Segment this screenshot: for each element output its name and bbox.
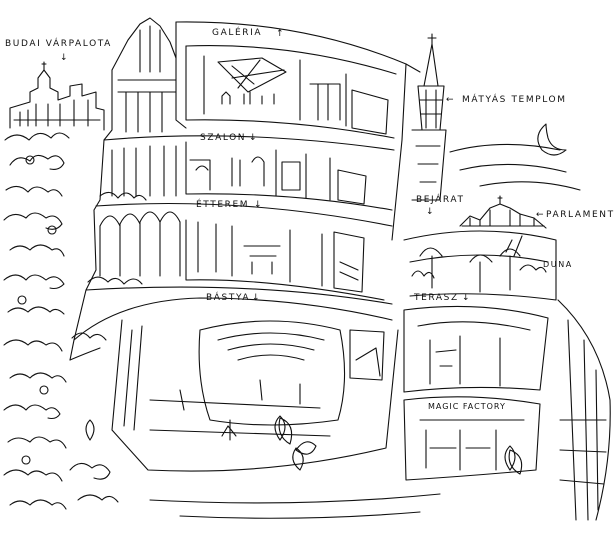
main-building-outline — [70, 18, 420, 360]
arrow-left-icon: ← — [446, 95, 454, 105]
floor-galeria — [186, 46, 396, 138]
label-magic-factory: MAGIC FACTORY — [428, 402, 506, 411]
castle-drawing — [10, 62, 104, 130]
church-tower-drawing — [412, 34, 446, 200]
label-duna: DUNA — [543, 260, 573, 269]
arrow-down-icon: ↓ — [60, 53, 68, 63]
label-etterem: ÉTTEREM — [196, 200, 250, 210]
floor-bastya — [74, 287, 398, 471]
right-lower-rooms — [404, 306, 548, 480]
arrow-down-icon: ↓ — [252, 293, 260, 303]
floor-szalon — [104, 136, 394, 210]
arrow-down-icon: ↓ — [254, 200, 262, 210]
terasz-wing — [404, 231, 556, 300]
ground-lines — [150, 494, 440, 518]
cloud-swirls — [4, 133, 118, 509]
label-szalon: SZALON — [200, 133, 247, 143]
label-bastya: BÁSTYA — [206, 293, 251, 303]
arrow-left-icon: ← — [536, 210, 544, 220]
label-bejarat: BEJÁRAT — [416, 195, 465, 205]
left-balconies — [70, 192, 146, 360]
parliament-drawing — [460, 196, 546, 228]
label-parlament: PARLAMENT — [546, 210, 615, 220]
arrow-down-icon: ↓ — [249, 133, 257, 143]
potted-plants — [86, 416, 522, 474]
label-matyas-templom: MÁTYÁS TEMPLOM — [462, 95, 567, 105]
floor-etterem — [96, 204, 392, 301]
label-budai-varpalota: BUDAI VÁRPALOTA — [5, 39, 112, 49]
label-galeria: GALÉRIA — [212, 28, 263, 38]
far-right-wall — [558, 300, 610, 520]
moon-and-wind — [450, 124, 580, 190]
arrow-up-icon: ↑ — [276, 29, 284, 39]
arrow-down-icon: ↓ — [462, 293, 470, 303]
arrow-down-icon: ↓ — [426, 207, 434, 217]
label-terasz: TERASZ — [414, 293, 459, 303]
